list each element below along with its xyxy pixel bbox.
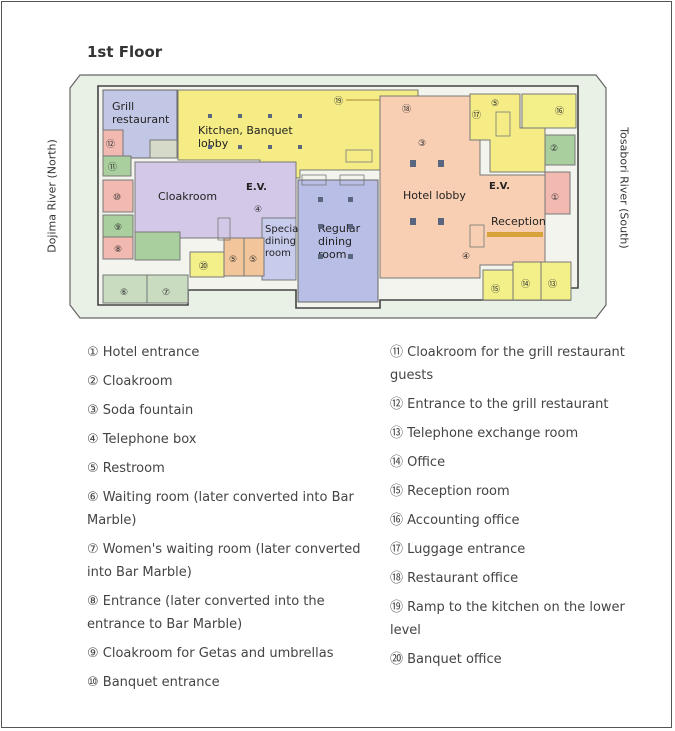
special-label-line1: Special [265,224,301,235]
marker-5-west-1: ⑤ [229,255,237,265]
regular-label-line1: Regular [318,222,361,235]
legend-item: ⑯ Accounting office [390,513,520,528]
grill-label-line2: restaurant [112,113,170,126]
legend-item: ⑬ Telephone exchange room [390,426,579,441]
cloakroom-annex [134,231,181,261]
stairs [217,111,511,248]
marker-7: ⑦ [162,288,170,298]
marker-13: ⑬ [548,279,557,290]
marker-17: ⑰ [472,110,481,121]
ev-label-east: E.V. [489,181,510,192]
grill-cloakroom-room [102,155,132,177]
hotel-lobby-label: Hotel lobby [403,189,466,202]
entrance-east-room [544,171,571,215]
kitchen-label-line1: Kitchen, Banquet [198,124,293,137]
legend-item: ⑨ Cloakroom for Getas and umbrellas [87,646,334,661]
office-room [512,261,542,301]
grill-label-line1: Grill [112,100,134,113]
columns [208,114,444,259]
marker-18: ⑱ [402,104,411,115]
legend-item: ② Cloakroom [87,374,173,389]
marker-16: ⑯ [555,106,564,117]
regular-dining-room [297,179,379,303]
legend-item: ⑪ Cloakroom for the grill restaurant gue… [390,345,625,383]
kitchen-label-line2: lobby [198,137,229,150]
legend-item: ③ Soda fountain [87,403,194,418]
regular-label-line2: dining [318,235,352,248]
ev-label-west: E.V. [246,182,267,193]
legend-right: ⑪ Cloakroom for the grill restaurant gue… [390,341,640,677]
special-label-line2: dining [265,236,296,247]
restroom-west-2 [243,237,265,277]
marker-4-east: ④ [462,252,470,262]
legend-item: ⑳ Banquet office [390,652,502,667]
cloakroom-label: Cloakroom [158,190,217,203]
marker-1: ① [551,193,559,203]
bar-entrance-room [102,236,134,260]
marker-8: ⑧ [114,245,122,255]
marker-2: ② [550,144,558,154]
page-title: 1st Floor [87,43,163,61]
marker-3: ③ [418,139,426,149]
marker-15: ⑮ [491,284,500,295]
legend-item: ⑦ Women's waiting room (later converted … [87,542,361,580]
marker-5-east: ⑤ [491,99,499,109]
legend-item: ⑭ Office [390,455,446,470]
banquet-entrance-room [102,179,134,213]
marker-9: ⑨ [114,223,122,233]
legend-item: ⑲ Ramp to the kitchen on the lower level [390,600,625,638]
legend-left: ① Hotel entrance ② Cloakroom ③ Soda foun… [87,341,372,700]
marker-10: ⑩ [113,193,121,203]
legend-item: ① Hotel entrance [87,345,200,360]
marker-4-west: ④ [254,205,262,215]
accounting-office-room [521,93,577,129]
marker-14: ⑭ [521,279,530,290]
grill-small-room [149,139,178,159]
cloakroom-2-room [544,134,576,166]
marker-19: ⑲ [334,96,343,107]
legend-item: ⑮ Reception room [390,484,510,499]
reception-label: Reception [491,215,546,228]
legend-item: ⑱ Restaurant office [390,571,519,586]
marker-5-west-2: ⑤ [249,255,257,265]
legend-item: ⑰ Luggage entrance [390,542,526,557]
marker-11: ⑪ [108,162,117,173]
womens-waiting-room [146,274,189,304]
marker-12: ⑫ [106,139,115,150]
legend-item: ⑫ Entrance to the grill restaurant [390,397,609,412]
legend-item: ④ Telephone box [87,432,197,447]
waiting-room [102,274,148,304]
marker-20: ⑳ [199,261,208,272]
telephone-exchange-room [540,261,572,301]
legend-item: ⑧ Entrance (later converted into the ent… [87,594,325,632]
special-label-line3: room [265,248,291,259]
reception-counter [487,232,543,237]
legend-item: ⑥ Waiting room (later converted into Bar… [87,490,354,528]
marker-6: ⑥ [120,288,128,298]
legend-item: ⑤ Restroom [87,461,165,476]
regular-label-line3: room [318,248,346,261]
room-markers: ① ② ③ ④ ④ ⑤ ⑤ ⑤ ⑥ ⑦ ⑧ ⑨ ⑩ ⑪ ⑫ ⑬ ⑭ ⑮ ⑯ ⑰ … [106,96,564,298]
legend-item: ⑩ Banquet entrance [87,675,220,690]
